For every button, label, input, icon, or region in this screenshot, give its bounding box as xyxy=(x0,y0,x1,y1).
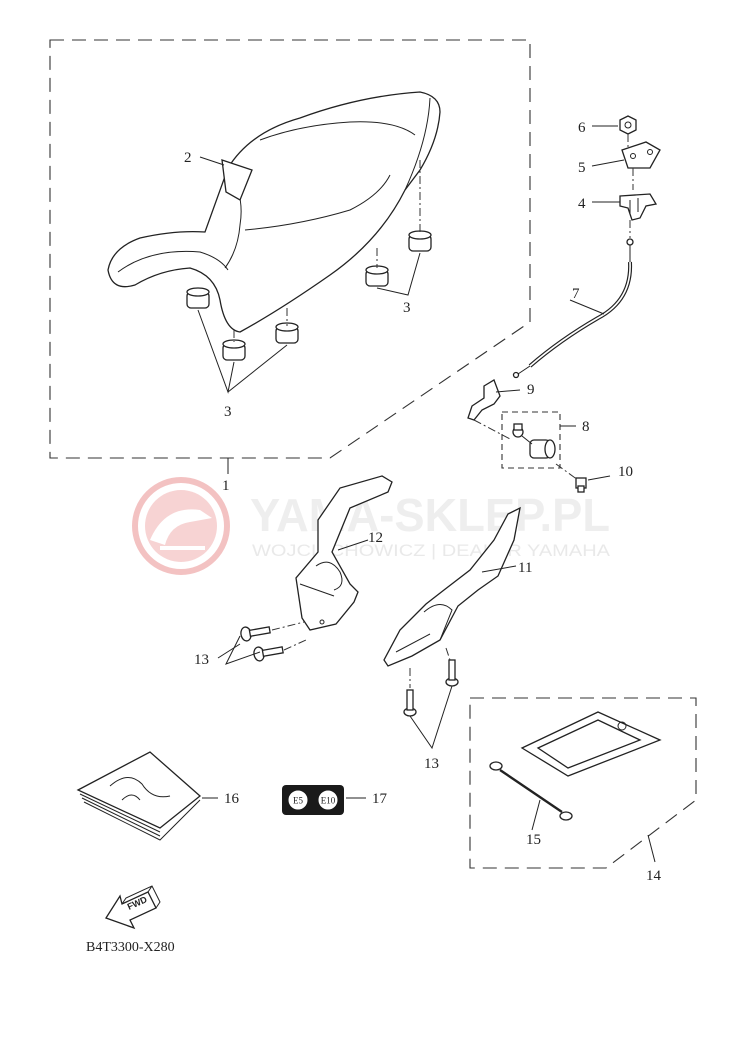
screw-parts-left[interactable] xyxy=(240,623,284,662)
seat-tag-part[interactable] xyxy=(221,159,253,201)
callout-13: 13 xyxy=(424,756,439,772)
damper-parts[interactable] xyxy=(186,230,432,361)
seat-part[interactable] xyxy=(107,91,441,333)
diagram-code: B4T3300-X280 xyxy=(86,940,175,955)
callout-labels: 1 2 3 3 4 5 6 7 8 9 10 11 12 13 13 14 15… xyxy=(184,120,662,884)
callout-13: 13 xyxy=(194,652,209,668)
tool-bag-part[interactable] xyxy=(520,711,662,777)
seat-lock-part[interactable] xyxy=(512,423,556,459)
nut-part[interactable] xyxy=(619,115,637,135)
bracket-part[interactable] xyxy=(621,141,661,169)
watermark-subtitle: WOJCIECHOWICZ | DEALER YAMAHA xyxy=(252,541,611,560)
callout-17: 17 xyxy=(372,791,388,807)
callout-7: 7 xyxy=(572,286,580,302)
callout-1: 1 xyxy=(222,478,230,494)
watermark-title: YAMA-SKLEP.PL xyxy=(250,489,610,541)
callout-16: 16 xyxy=(224,791,240,807)
label-e5-text: E5 xyxy=(293,796,303,806)
fwd-arrow-icon: FWD xyxy=(105,885,161,930)
callout-15: 15 xyxy=(526,832,541,848)
callout-4: 4 xyxy=(578,196,586,212)
callout-12: 12 xyxy=(368,530,383,546)
callout-14: 14 xyxy=(646,868,662,884)
bolt-part[interactable] xyxy=(555,463,587,493)
lock-bracket-part[interactable] xyxy=(467,379,501,421)
grab-bar-right-part[interactable] xyxy=(383,506,521,667)
fuel-label-part[interactable]: E5 E10 xyxy=(282,785,344,815)
hook-part[interactable] xyxy=(619,193,658,221)
label-e10-text: E10 xyxy=(321,796,336,806)
owners-manual-part[interactable] xyxy=(76,751,202,841)
screw-parts-right[interactable] xyxy=(403,659,459,717)
callout-3: 3 xyxy=(403,300,411,316)
tool-kit-frame xyxy=(469,697,697,869)
helmet-wire-part[interactable] xyxy=(489,761,573,821)
callout-5: 5 xyxy=(578,160,586,176)
callout-8: 8 xyxy=(582,419,590,435)
callout-6: 6 xyxy=(578,120,586,136)
watermark: YAMA-SKLEP.PL WOJCIECHOWICZ | DEALER YAM… xyxy=(132,477,611,575)
grab-bar-left-part[interactable] xyxy=(295,475,393,631)
cable-part[interactable] xyxy=(512,238,634,379)
callout-3: 3 xyxy=(224,404,232,420)
callout-9: 9 xyxy=(527,382,535,398)
yama-sklep-logo-icon xyxy=(132,477,230,575)
seat-assembly-frame xyxy=(49,39,531,459)
callout-10: 10 xyxy=(618,464,633,480)
callout-11: 11 xyxy=(518,560,532,576)
callout-2: 2 xyxy=(184,150,192,166)
lock-assembly-frame xyxy=(501,411,561,469)
